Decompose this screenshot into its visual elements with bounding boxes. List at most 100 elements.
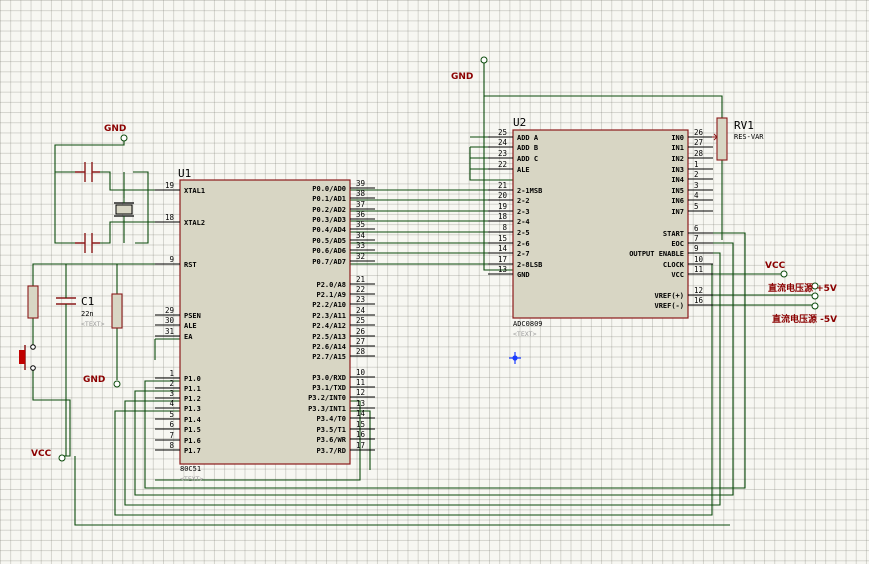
u1-pin-number: 28	[356, 347, 366, 356]
u1-pin-number: 4	[169, 399, 174, 408]
rv1-ref: RV1	[734, 119, 754, 132]
reset-resistor[interactable]	[27, 285, 39, 319]
u1-body[interactable]	[179, 179, 351, 465]
u1-pin-number: 1	[169, 369, 174, 378]
c1-capacitor[interactable]	[56, 290, 76, 312]
u1-pin-number: 21	[356, 275, 365, 284]
u1-pin-number: 39	[356, 179, 365, 188]
u2-pin-number: 2	[694, 170, 699, 179]
u1-pin-number: 32	[356, 252, 365, 261]
u2-pin-label: 2-1MSB	[517, 187, 542, 195]
u2-pin-number: 20	[498, 191, 508, 200]
u2-pin-label: 2-8LSB	[517, 261, 542, 269]
u2-pin-label: VREF(-)	[654, 302, 684, 310]
vref-pos-terminal-b[interactable]	[811, 292, 819, 300]
crystal-cap-bottom[interactable]	[75, 233, 100, 253]
c1-text: <TEXT>	[81, 320, 105, 328]
u1-pin-label: P3.7/RD	[316, 447, 346, 455]
u2-ref: U2	[513, 116, 526, 129]
u1-pin-label: P3.6/WR	[316, 436, 346, 444]
u2-pin-label: VCC	[671, 271, 684, 279]
u1-pin-number: 23	[356, 295, 365, 304]
u1-pin-number: 6	[169, 420, 174, 429]
u1-pin-label: P2.2/A10	[312, 301, 346, 309]
vref-neg-terminal[interactable]	[811, 302, 819, 310]
u1-pin-label: P1.1	[184, 385, 201, 393]
u2-pin-number: 17	[498, 255, 507, 264]
u1-pin-label: P1.0	[184, 375, 201, 383]
u1-pin-number: 11	[356, 378, 365, 387]
u1-pin-label: P2.3/A11	[312, 312, 346, 320]
gnd-crystal-label: GND	[104, 124, 126, 134]
u1-pin-label: P3.1/TXD	[312, 384, 346, 392]
c1-ref: C1	[81, 295, 94, 308]
u1-pin-label: P2.5/A13	[312, 333, 346, 341]
u2-pin-number: 23	[498, 149, 507, 158]
u2-pin-label: IN1	[671, 144, 684, 152]
crystal[interactable]	[114, 198, 134, 220]
u1-pin-number: 37	[356, 200, 365, 209]
u2-pin-label: IN0	[671, 134, 684, 142]
vcc-adc-label: VCC	[765, 261, 786, 271]
gnd-crystal-terminal[interactable]	[120, 134, 128, 142]
u1-pin-number: 33	[356, 241, 365, 250]
vref-pos-terminal-a[interactable]	[811, 282, 819, 290]
gnd-reset-label: GND	[83, 375, 105, 385]
u1-pin-label: P0.4/AD4	[312, 226, 346, 234]
u2-pin-number: 26	[694, 128, 704, 137]
u2-pin-number: 9	[694, 244, 699, 253]
vcc-left-terminal[interactable]	[58, 454, 66, 462]
u1-pin-label: RST	[184, 261, 197, 269]
reset-button[interactable]	[19, 344, 36, 371]
rv1-value: RES-VAR	[734, 133, 764, 141]
u1-pin-number: 14	[356, 409, 366, 418]
u1-pin-label: XTAL2	[184, 219, 205, 227]
u1-pin-number: 13	[356, 399, 365, 408]
u1-pin-number: 2	[169, 379, 174, 388]
vcc-adc-terminal[interactable]	[780, 270, 788, 278]
u1-pin-label: P0.0/AD0	[312, 185, 346, 193]
u1-pin-number: 25	[356, 316, 365, 325]
u2-pin-label: IN5	[671, 187, 684, 195]
u1-pin-number: 22	[356, 285, 365, 294]
u2-pin-label: IN7	[671, 208, 684, 216]
u1-pin-number: 26	[356, 327, 366, 336]
gnd-reset-terminal[interactable]	[113, 380, 121, 388]
u1-pin-label: P3.4/T0	[316, 415, 346, 423]
rv1-body[interactable]	[716, 117, 728, 161]
u2-pin-number: 4	[694, 191, 699, 200]
u2-pin-number: 14	[498, 244, 508, 253]
u2-part: ADC0809	[513, 320, 543, 328]
u2-pin-label: 2-7	[517, 250, 530, 258]
u2-pin-number: 19	[498, 202, 507, 211]
u1-pin-label: P2.0/A8	[316, 281, 346, 289]
pulldown-resistor[interactable]	[111, 293, 123, 329]
u1-pin-label: P1.3	[184, 405, 201, 413]
gnd-top-terminal[interactable]	[480, 56, 488, 64]
u1-pin-number: 35	[356, 220, 365, 229]
u1-pin-label: P0.7/AD7	[312, 258, 346, 266]
u2-pin-number: 3	[694, 181, 699, 190]
c1-value: 22n	[81, 310, 94, 318]
u1-pin-number: 8	[169, 441, 174, 450]
u2-pin-number: 8	[502, 223, 507, 232]
u1-pin-label: PSEN	[184, 312, 201, 320]
u2-body[interactable]	[512, 129, 689, 319]
u2-pin-number: 10	[694, 255, 704, 264]
crystal-cap-top[interactable]	[75, 162, 100, 182]
u2-pin-label: VREF(+)	[654, 292, 684, 300]
u2-pin-number: 21	[498, 181, 507, 190]
u2-pin-label: IN3	[671, 166, 684, 174]
u1-pin-label: P1.2	[184, 395, 201, 403]
vcc-left-label: VCC	[31, 449, 52, 459]
u1-pin-label: P0.5/AD5	[312, 237, 346, 245]
u1-pin-label: P1.4	[184, 416, 201, 424]
u1-pin-label: EA	[184, 333, 193, 341]
u1-pin-label: P3.3/INT1	[308, 405, 346, 413]
u1-pin-number: 9	[169, 255, 174, 264]
u2-pin-label: EOC	[671, 240, 684, 248]
u1-pin-number: 24	[356, 306, 366, 315]
u1-part: 80C51	[180, 465, 201, 473]
